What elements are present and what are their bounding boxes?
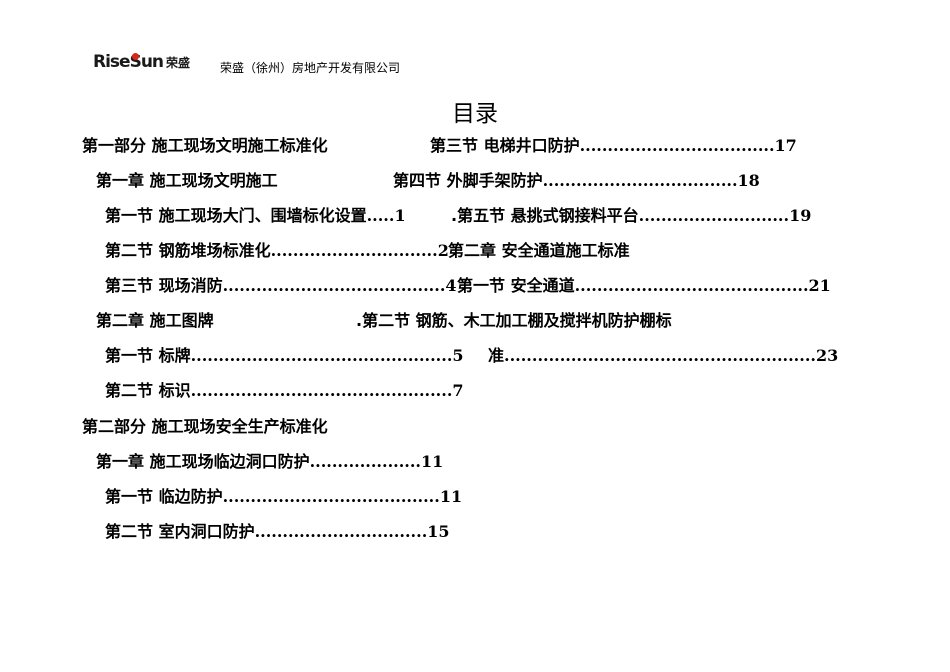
toc-chapter[interactable]: 第一章 施工现场临边洞口防护....................11: [96, 452, 443, 472]
toc-section[interactable]: .第二节 钢筋、木工加工棚及搅拌机防护棚标: [356, 311, 672, 331]
toc-section[interactable]: 第四节 外脚手架防护..............................…: [393, 171, 760, 191]
toc-section[interactable]: 第三节 现场消防................................…: [105, 276, 457, 296]
toc-page: 19: [789, 206, 812, 225]
toc-part-1[interactable]: 第一部分 施工现场文明施工标准化: [82, 136, 328, 156]
toc-leader: ...................................: [579, 136, 775, 155]
toc-page: 1: [394, 206, 406, 225]
toc-section[interactable]: 第一节 安全通道................................…: [457, 276, 831, 296]
toc-page: 23: [815, 346, 839, 365]
toc-section[interactable]: 第一节 标牌..................................…: [105, 346, 464, 366]
toc-page: 4: [445, 276, 457, 295]
toc-label: 第一节 安全通道: [457, 276, 575, 295]
toc-label: .第二节 钢筋、木工加工棚及搅拌机防护棚标: [356, 311, 672, 330]
toc-leader: .....: [366, 206, 395, 225]
company-name: 荣盛（徐州）房地产开发有限公司: [220, 61, 401, 75]
toc-chapter[interactable]: 第一章 施工现场文明施工: [96, 171, 278, 191]
toc-leader: ...........................: [638, 206, 790, 225]
toc-section[interactable]: 第三节 电梯井口防护..............................…: [430, 136, 797, 156]
toc-section[interactable]: 第一节 临边防护................................…: [105, 487, 462, 507]
logo-chinese: 荣盛: [166, 55, 191, 70]
toc-page: 15: [427, 522, 450, 541]
toc-label: 第二章 施工图牌: [96, 311, 214, 330]
toc-section[interactable]: .第五节 悬挑式钢接料平台...........................…: [451, 206, 811, 226]
toc-page: 5: [452, 346, 464, 365]
toc-section[interactable]: 第二节 钢筋堆场标准化.............................…: [105, 241, 449, 261]
toc-page: 21: [808, 276, 831, 295]
toc-section[interactable]: 第二节 室内洞口防护..............................…: [105, 522, 450, 542]
page-title: 目录: [452, 101, 498, 127]
toc-leader: ........................................…: [190, 381, 453, 400]
toc-label: 第二节 标识: [105, 381, 191, 400]
toc-leader: ........................................…: [574, 276, 809, 295]
toc-label: 第一节 标牌: [105, 346, 191, 365]
toc-label: 第三节 现场消防: [105, 276, 223, 295]
toc-label: 第三节 电梯井口防护: [430, 136, 580, 155]
toc-label: 第二节 钢筋堆场标准化: [105, 241, 271, 260]
toc-leader: ........................................…: [190, 346, 453, 365]
toc-leader: ..............................: [270, 241, 438, 260]
toc-label: 第二部分 施工现场安全生产标准化: [82, 417, 328, 436]
toc-page: 11: [420, 452, 444, 471]
toc-page: 18: [737, 171, 760, 190]
toc-label: 第一部分 施工现场文明施工标准化: [82, 136, 328, 155]
toc-chapter[interactable]: 第二章 安全通道施工标准: [448, 241, 630, 261]
toc-leader: .......................................: [222, 487, 440, 506]
logo-red-dot-icon: [131, 53, 139, 60]
toc-page: 17: [774, 136, 797, 155]
toc-label: 第一章 施工现场文明施工: [96, 171, 278, 190]
toc-section[interactable]: 第一节 施工现场大门、围墙标化设置.....1: [105, 206, 406, 226]
toc-label: 第一节 临边防护: [105, 487, 223, 506]
toc-section-continued[interactable]: 准.......................................…: [488, 346, 838, 366]
toc-leader: ...............................: [254, 522, 428, 541]
toc-page: 7: [452, 381, 464, 400]
toc-leader: ....................: [309, 452, 421, 471]
toc-label: .第五节 悬挑式钢接料平台: [451, 206, 639, 225]
toc-label: 第四节 外脚手架防护: [393, 171, 543, 190]
toc-part-2[interactable]: 第二部分 施工现场安全生产标准化: [82, 417, 328, 437]
toc-chapter[interactable]: 第二章 施工图牌: [96, 311, 214, 331]
toc-label: 第二节 室内洞口防护: [105, 522, 255, 541]
toc-label: 第二章 安全通道施工标准: [448, 241, 630, 260]
toc-page: 2: [437, 241, 449, 260]
toc-section[interactable]: 第二节 标识..................................…: [105, 381, 464, 401]
toc-label: 准: [488, 346, 505, 365]
toc-label: 第一节 施工现场大门、围墙标化设置: [105, 206, 367, 225]
toc-label: 第一章 施工现场临边洞口防护: [96, 452, 310, 471]
toc-page: 11: [439, 487, 463, 506]
toc-leader: ........................................: [222, 276, 446, 295]
toc-leader: ........................................…: [504, 346, 816, 365]
toc-leader: ...................................: [542, 171, 738, 190]
